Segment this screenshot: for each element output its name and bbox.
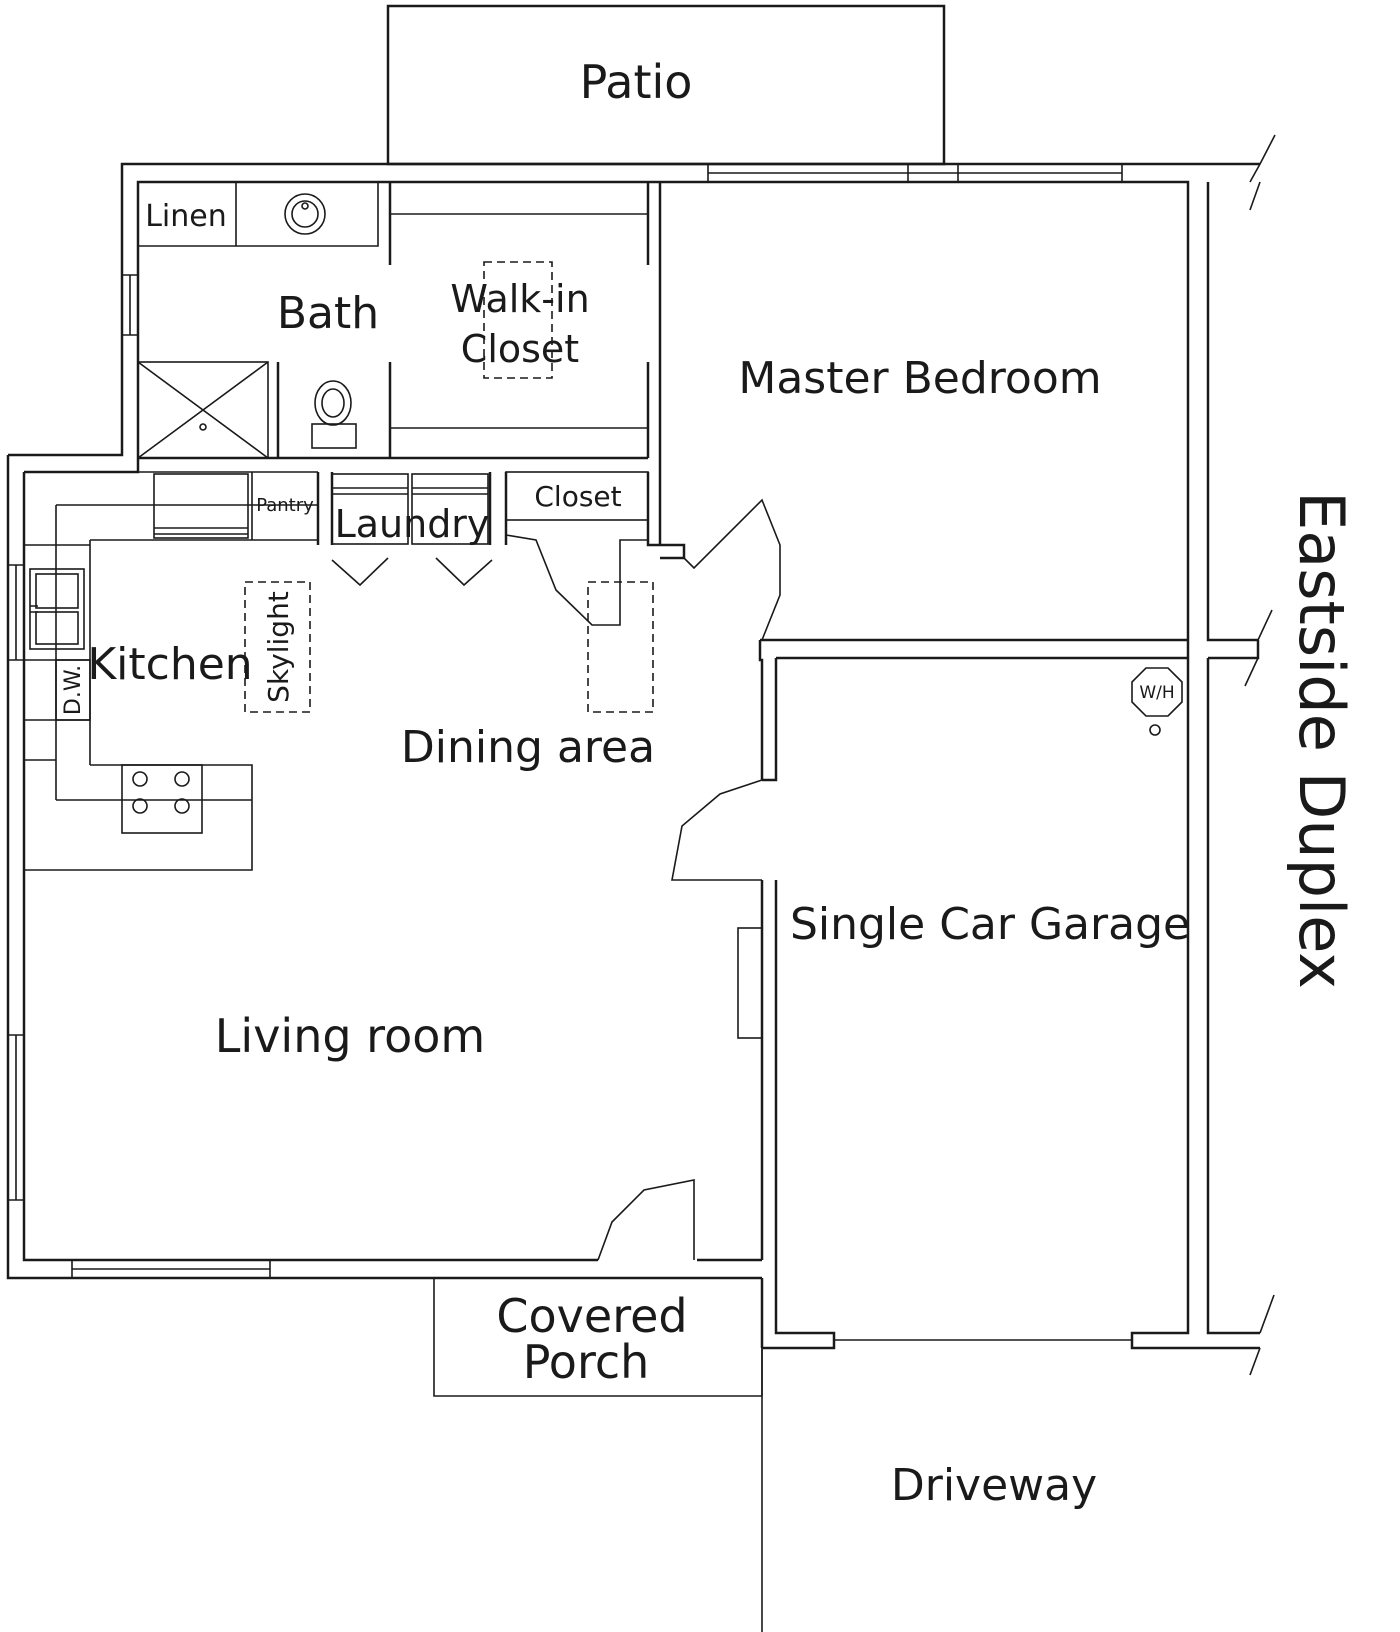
- closet-shelves: [390, 213, 648, 429]
- front-door: [597, 1179, 695, 1261]
- left-window-kitchen: [8, 564, 24, 661]
- kitchen-sink-left: [35, 573, 79, 609]
- kitchen-skylight-dashed: [244, 581, 311, 713]
- label-dining-area: Dining area: [401, 722, 655, 773]
- label-closet: Closet: [534, 480, 621, 513]
- label-covered-1: Covered: [496, 1289, 687, 1343]
- left-window-bath: [122, 274, 138, 336]
- bath-sink-icon: [284, 193, 326, 235]
- shower-diagonals: [137, 361, 269, 459]
- label-covered-2: Porch: [523, 1335, 650, 1389]
- burner-3: [132, 798, 148, 814]
- outer-wall: [6, 162, 1260, 1280]
- closet-door: [505, 534, 648, 626]
- dryer-icon: [411, 473, 489, 545]
- stove-icon: [121, 764, 203, 834]
- refrigerator-icon: [153, 473, 249, 539]
- shower-drain: [199, 423, 207, 431]
- laundry-door-left: [331, 557, 389, 587]
- bottom-window-living: [71, 1260, 271, 1278]
- toilet-bowl-icon: [314, 380, 352, 426]
- left-window-living: [8, 1034, 24, 1201]
- water-heater-valve: [1149, 724, 1161, 736]
- label-master-bedroom: Master Bedroom: [738, 353, 1101, 404]
- toilet-seat: [321, 388, 345, 418]
- bath-sink-inner: [291, 200, 319, 228]
- label-living-room: Living room: [215, 1009, 485, 1063]
- burner-1: [132, 771, 148, 787]
- label-walkin-1: Walk-in: [450, 277, 589, 321]
- bath-sink-drain: [301, 202, 309, 210]
- water-heater-icon: [1131, 667, 1183, 717]
- break-mark-top: [1249, 134, 1276, 211]
- garage-west-wall: [758, 640, 836, 1350]
- dining-skylight-dashed: [587, 581, 654, 713]
- top-window: [707, 164, 1123, 182]
- label-driveway: Driveway: [891, 1460, 1097, 1511]
- label-single-car-garage: Single Car Garage: [790, 899, 1190, 950]
- label-patio: Patio: [580, 55, 693, 109]
- fireplace-hearth: [737, 927, 763, 1039]
- bedroom-door: [683, 498, 781, 641]
- closet-shelf: [505, 471, 649, 521]
- refrigerator-lines: [154, 527, 248, 535]
- linen-counter: [138, 182, 379, 247]
- break-mark-mid: [1244, 609, 1273, 687]
- burner-4: [174, 798, 190, 814]
- label-bath: Bath: [277, 288, 379, 339]
- shower-icon: [137, 361, 269, 459]
- label-linen: Linen: [145, 199, 227, 234]
- label-walkin-2: Closet: [461, 327, 579, 371]
- label-laundry: Laundry: [335, 502, 490, 546]
- washer-lines: [332, 487, 488, 495]
- laundry-door-right: [435, 557, 493, 587]
- label-pantry: Pantry: [256, 495, 314, 516]
- label-water-heater: W/H: [1139, 683, 1174, 703]
- label-skylight: Skylight: [262, 591, 295, 703]
- washer-icon: [331, 473, 409, 545]
- closet-skylight-dashed: [483, 261, 553, 379]
- label-kitchen: Kitchen: [87, 639, 252, 690]
- burner-2: [174, 771, 190, 787]
- label-eastside-duplex: Eastside Duplex: [1285, 491, 1358, 989]
- label-dishwasher: D.W.: [61, 665, 86, 715]
- dishwasher-outline: [55, 659, 91, 721]
- break-mark-bot: [1249, 1294, 1275, 1376]
- kitchen-faucet: [30, 605, 38, 613]
- bath-walls: [138, 182, 662, 545]
- toilet-tank: [311, 423, 357, 449]
- garage-entry-door: [671, 779, 763, 881]
- kitchen-sink-right: [35, 611, 79, 645]
- pantry-outline: [251, 472, 319, 540]
- kitchen-sink-icon: [29, 568, 85, 650]
